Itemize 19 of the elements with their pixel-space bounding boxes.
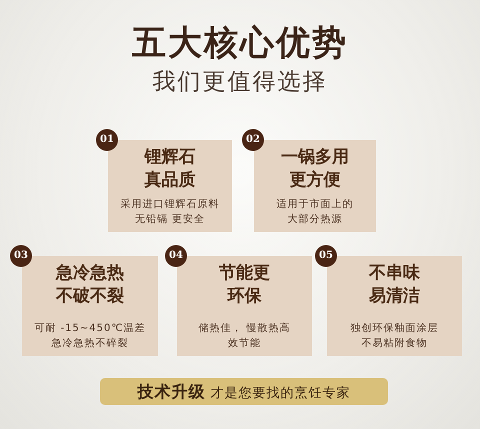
title: 五大核心优势 — [131, 22, 349, 65]
number-badge: 02 — [242, 129, 264, 151]
number-badge: 05 — [315, 245, 337, 267]
number-badge: 01 — [96, 129, 118, 151]
number-badge: 03 — [10, 245, 32, 267]
card-heading: 急冷急热不破不裂 — [54, 262, 125, 308]
card-heading: 一锅多用更方便 — [280, 146, 350, 192]
card-description: 采用进口锂辉石原料无铅镉 更安全 — [120, 198, 220, 227]
card-heading: 节能更环保 — [218, 262, 271, 308]
card-description: 适用于市面上的大部分热源 — [276, 198, 354, 227]
number-badge: 04 — [165, 245, 187, 267]
card-description: 储热佳， 慢散热高效节能 — [197, 322, 292, 351]
card-description: 独创环保釉面涂层不易粘附食物 — [350, 322, 440, 351]
card-heading: 不串味易清洁 — [368, 262, 421, 308]
banner — [100, 378, 388, 405]
slogan: 技术升级 才是您要找的烹饪专家 — [136, 381, 352, 403]
card-description: 可耐 -15~450℃温差急冷急热不碎裂 — [33, 322, 147, 351]
subtitle: 我们更值得选择 — [152, 68, 328, 97]
card-heading: 锂辉石真品质 — [143, 146, 196, 192]
